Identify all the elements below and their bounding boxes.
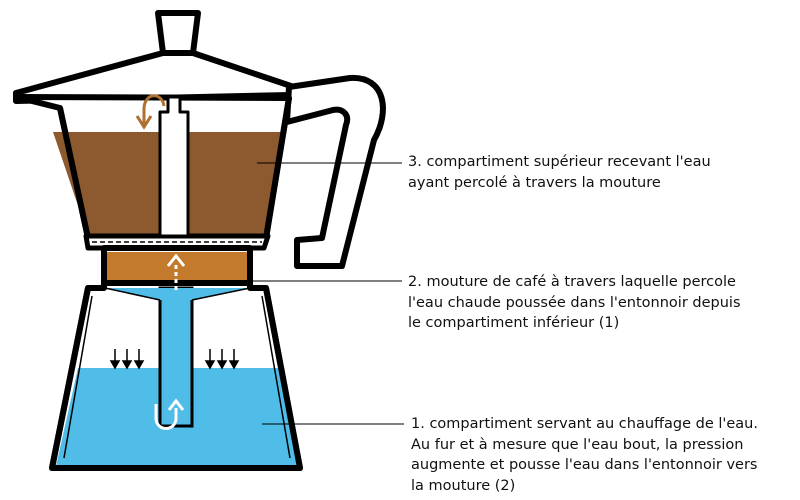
label-lower-chamber-line-1: 1. compartiment servant au chauffage de … <box>411 416 758 432</box>
u-turn-arrow-icon <box>154 404 178 430</box>
lid-knob <box>155 10 201 56</box>
label-coffee-grounds-line-2: l'eau chaude poussée dans l'entonnoir de… <box>408 294 741 311</box>
overflow-arrow-icon <box>142 94 166 124</box>
label-lower-chamber-line-2: Au fur et à mesure que l'eau bout, la pr… <box>411 436 744 453</box>
central-column <box>158 95 190 238</box>
label-lower-chamber-line-4: la mouture (2) <box>411 477 516 494</box>
label-coffee-grounds-line-3: le compartiment inférieur (1) <box>408 315 620 331</box>
label-lower-chamber: 1. compartiment servant au chauffage de … <box>411 414 758 496</box>
label-upper-chamber-line-1: 3. compartiment supérieur recevant l'eau <box>408 154 711 170</box>
label-coffee-grounds-line-1: 2. mouture de café à travers laquelle pe… <box>408 274 736 290</box>
label-upper-chamber-line-2: ayant percolé à travers la mouture <box>408 174 661 191</box>
label-lower-chamber-line-3: augmente et pousse l'eau dans l'entonnoi… <box>411 457 758 473</box>
handle <box>284 74 386 269</box>
label-upper-chamber: 3. compartiment supérieur recevant l'eau… <box>408 152 711 193</box>
flow-arrow-head <box>166 253 186 267</box>
lid <box>13 50 294 104</box>
funnel-tube <box>158 286 194 428</box>
pressure-arrows-right <box>204 349 240 370</box>
label-coffee-grounds: 2. mouture de café à travers laquelle pe… <box>408 272 741 334</box>
pressure-arrows-left <box>109 349 145 370</box>
